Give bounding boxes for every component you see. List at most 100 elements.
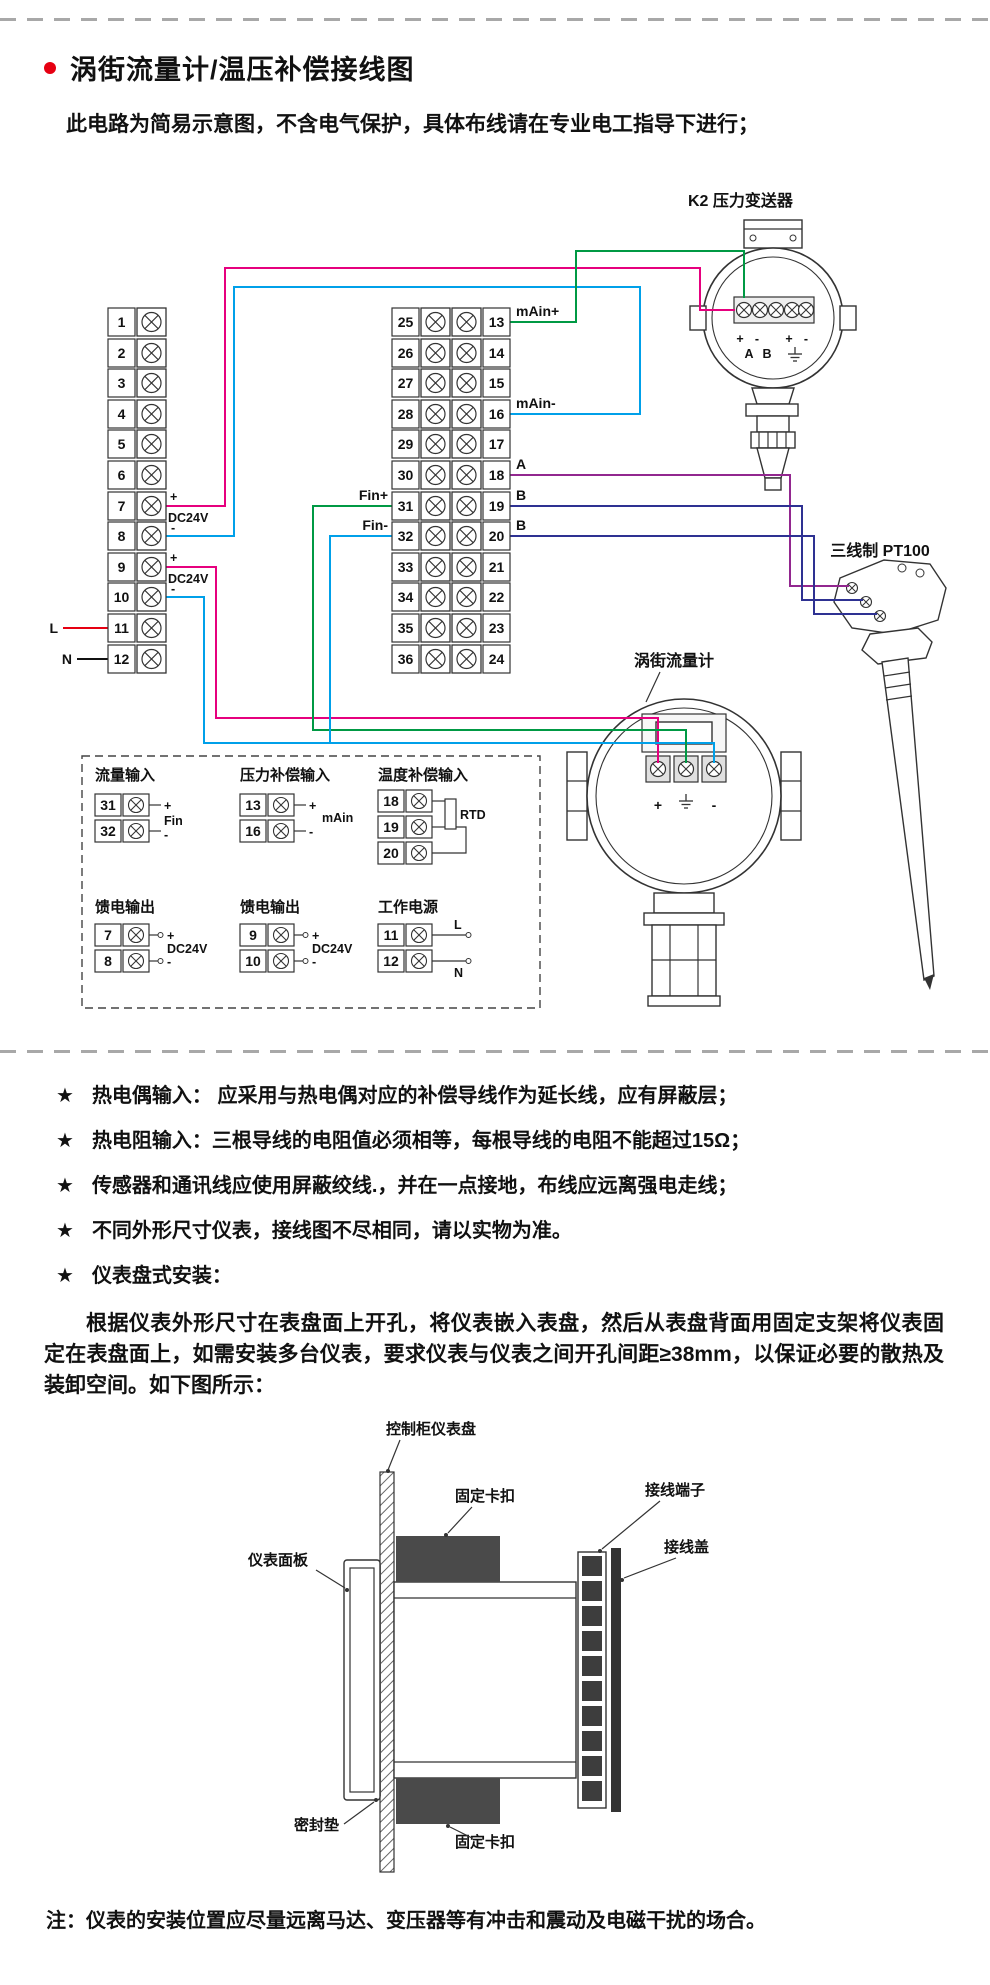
transmitter-sign: - — [804, 332, 808, 346]
note-item: ★不同外形尺寸仪表，接线图不尽相同，请以实物为准。 — [56, 1209, 966, 1254]
svg-text:9: 9 — [249, 927, 257, 943]
svg-text:-: - — [167, 955, 171, 969]
svg-text:34: 34 — [398, 589, 414, 605]
page-title: 涡街流量计/温压补偿接线图 — [70, 55, 415, 85]
terminal-row: 8 — [107, 521, 167, 551]
svg-text:17: 17 — [489, 436, 505, 452]
note-text: 传感器和通讯线应使用屏蔽绞线.，并在一点接地，布线应远离强电走线； — [91, 1175, 738, 1197]
legend-box: 流量输入 31 32 + Fin - 压力补偿输入 13 16 + mAin -… — [81, 755, 541, 1009]
clip-bottom-label: 固定卡扣 — [455, 1833, 515, 1851]
wire-dc24v2-minus-vortex — [165, 596, 715, 763]
terminals-label: 接线端子 — [645, 1481, 705, 1499]
bullet-icon — [44, 61, 56, 74]
separator-top — [0, 18, 990, 21]
transmitter-sign: + — [736, 332, 743, 346]
note-item: ★ 传感器和通讯线应使用屏蔽绞线.，并在一点接地，布线应远离强电走线； — [56, 1164, 966, 1209]
svg-text:19: 19 — [489, 498, 505, 514]
wire-b2-pt100 — [509, 535, 877, 615]
terminal-row: 1 — [107, 307, 167, 337]
svg-text:21: 21 — [489, 559, 505, 575]
note-item: ★热电偶输入： 应采用与热电偶对应的补偿导线作为延长线，应有屏蔽层； — [56, 1074, 966, 1119]
svg-text:16: 16 — [489, 406, 505, 422]
transmitter-label: K2 压力变送器 — [688, 191, 794, 210]
star-icon: ★ — [56, 1085, 74, 1107]
svg-text:18: 18 — [383, 793, 399, 809]
svg-text:25: 25 — [398, 314, 414, 330]
label-main-plus: mAin+ — [516, 303, 559, 319]
svg-text:7: 7 — [104, 927, 112, 943]
separator-middle — [0, 1050, 990, 1053]
svg-text:27: 27 — [398, 375, 414, 391]
terminal-cover-bar — [611, 1548, 621, 1812]
svg-text:14: 14 — [489, 345, 505, 361]
svg-text:15: 15 — [489, 375, 505, 391]
svg-text:3: 3 — [118, 375, 126, 391]
note-text: 仪表盘式安装： — [91, 1265, 232, 1287]
svg-text:12: 12 — [114, 651, 130, 667]
legend-title: 馈电输出 — [239, 898, 300, 916]
svg-text:mAin: mAin — [322, 811, 353, 825]
svg-text:26: 26 — [398, 345, 414, 361]
clip-top-label: 固定卡扣 — [455, 1487, 515, 1505]
transmitter-terminal-a: A — [744, 347, 753, 361]
label-minus: - — [171, 521, 175, 535]
installation-labels: 控制柜仪表盘 固定卡扣 接线端子 接线盖 仪表面板 密封垫 固定卡扣 — [247, 1420, 709, 1851]
terminal-row: 12 — [107, 644, 167, 674]
svg-text:11: 11 — [384, 927, 399, 943]
legend-feed-output-1: 馈电输出 7 8 + DC24V - — [94, 898, 208, 973]
notes-list: ★热电偶输入： 应采用与热电偶对应的补偿导线作为延长线，应有屏蔽层； ★热电阻输… — [56, 1074, 966, 1299]
faceplate-inner — [349, 1567, 375, 1793]
svg-text:20: 20 — [383, 845, 399, 861]
svg-text:8: 8 — [104, 953, 112, 969]
legend-pressure-input: 压力补偿输入 13 16 + mAin - — [239, 766, 353, 843]
svg-text:9: 9 — [118, 559, 126, 575]
svg-text:4: 4 — [118, 406, 126, 422]
label-dc24v: DC24V — [168, 511, 209, 525]
svg-text:5: 5 — [118, 436, 126, 452]
legend-title: 温度补偿输入 — [378, 766, 468, 784]
transmitter-terminal-b: B — [762, 347, 771, 361]
pt100-sensor — [833, 559, 947, 990]
label-neutral: N — [62, 651, 72, 667]
terminal-row: 4 — [107, 399, 167, 429]
svg-text:6: 6 — [118, 467, 126, 483]
wire-dc24v1-plus-transmitter — [165, 267, 735, 507]
svg-text:18: 18 — [489, 467, 505, 483]
panel-label: 控制柜仪表盘 — [386, 1420, 476, 1438]
label-minus: - — [171, 582, 175, 596]
installation-paragraph: 根据仪表外形尺寸在表盘面上开孔，将仪表嵌入表盘，然后从表盘背面用固定支架将仪表固… — [44, 1312, 944, 1397]
svg-text:+: + — [167, 929, 174, 943]
legend-title: 压力补偿输入 — [240, 766, 330, 784]
star-icon: ★ — [56, 1175, 74, 1197]
label-line: L — [49, 620, 58, 636]
svg-text:13: 13 — [489, 314, 505, 330]
svg-text:L: L — [454, 918, 462, 932]
wire-main-minus-dc24v1-minus — [165, 286, 641, 537]
svg-text:-: - — [309, 825, 313, 839]
terminal-row: 26 14 — [391, 338, 511, 368]
transmitter-sign: + — [785, 332, 792, 346]
wire-dc24v2-plus-vortex — [165, 566, 659, 763]
legend-temperature-input: 温度补偿输入 18 19 20 RTD — [377, 766, 486, 865]
svg-text:13: 13 — [245, 797, 261, 813]
fixing-clip-bottom — [396, 1778, 500, 1824]
terminal-row: 6 — [107, 460, 167, 490]
svg-text:28: 28 — [398, 406, 414, 422]
svg-text:Fin: Fin — [164, 814, 183, 828]
svg-text:10: 10 — [114, 589, 130, 605]
star-icon: ★ — [56, 1265, 74, 1287]
wire-a-pt100 — [509, 474, 849, 587]
svg-text:+: + — [312, 929, 319, 943]
instrument-body — [393, 1581, 577, 1779]
star-icon: ★ — [56, 1220, 74, 1242]
signal-labels: mAin+ mAin- A B B Fin+ Fin- + DC24V - + … — [49, 303, 559, 667]
svg-text:24: 24 — [489, 651, 505, 667]
legend-feed-output-2: 馈电输出 9 10 + DC24V - — [239, 898, 353, 973]
svg-text:31: 31 — [100, 797, 116, 813]
svg-text:DC24V: DC24V — [167, 942, 208, 956]
wire-fin-plus-vortex — [312, 505, 687, 763]
